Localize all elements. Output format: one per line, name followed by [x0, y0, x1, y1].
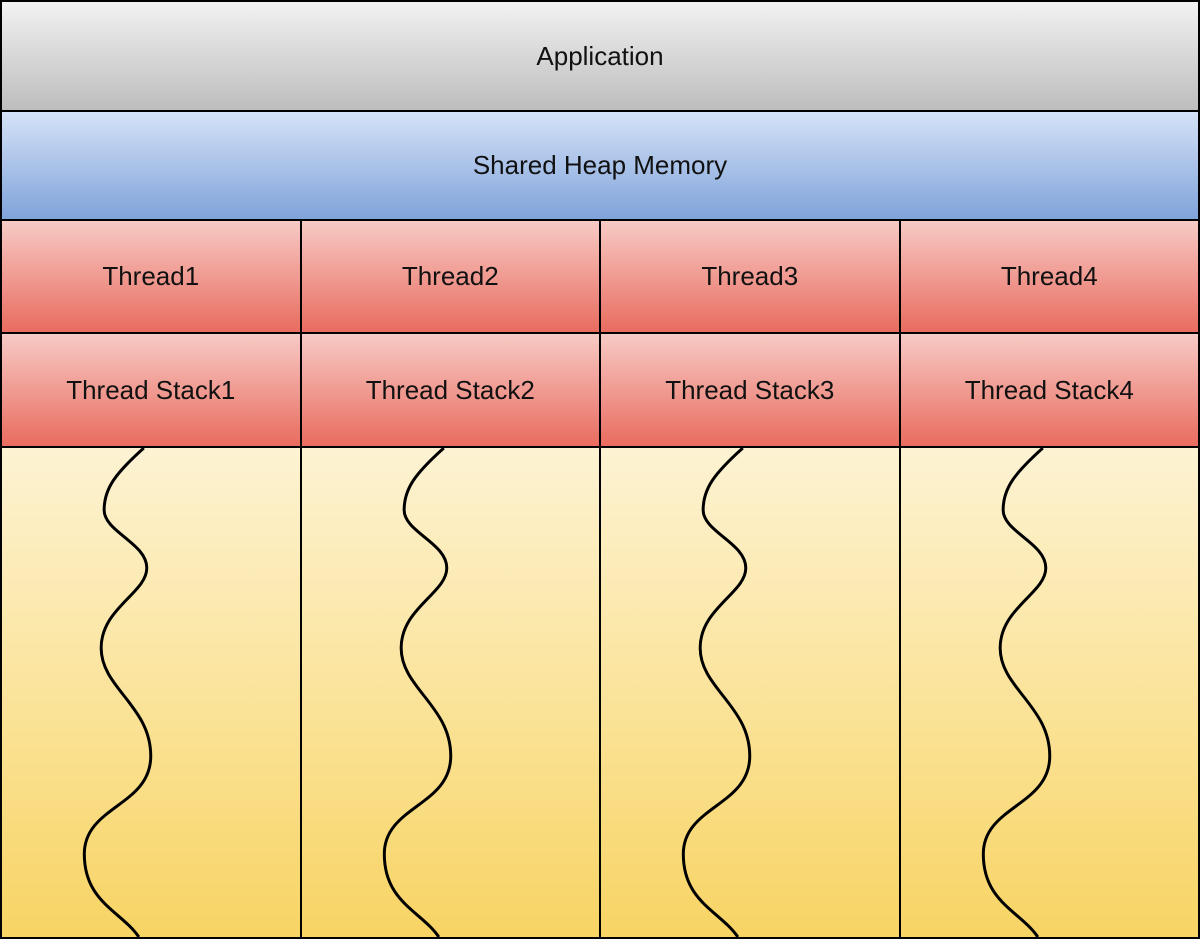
thread-label: Thread2: [401, 261, 499, 291]
thread-cell-4: Thread4: [900, 221, 1198, 332]
thread-stack-label: Thread Stack3: [665, 374, 835, 405]
application-layer: Application: [2, 2, 1198, 110]
thread-execution-squiggle-icon: [82, 448, 153, 937]
thread-stack-label: Thread Stack1: [66, 374, 236, 405]
squiggle-path: [981, 448, 1051, 937]
thread-execution-squiggle-icon: [981, 448, 1051, 937]
thread-execution-squiggle-icon: [681, 448, 752, 937]
application-layer-label: Application: [536, 40, 664, 71]
thread-cell-3: Thread3: [601, 221, 899, 332]
squiggle-path: [681, 448, 752, 937]
thread-label: Thread3: [701, 261, 799, 291]
stack-memory-region-3: [601, 448, 899, 937]
thread-stack-cell-2: Thread Stack2: [301, 334, 599, 446]
thread-stack-label: Thread Stack4: [964, 374, 1134, 405]
squiggle-path: [382, 448, 452, 937]
thread-stack-cell-4: Thread Stack4: [900, 334, 1198, 446]
thread-cell-1: Thread1: [2, 221, 300, 332]
thread-cell-2: Thread2: [301, 221, 599, 332]
shared-heap-memory-layer: Shared Heap Memory: [2, 112, 1198, 219]
thread-execution-squiggle-icon: [382, 448, 452, 937]
thread-label: Thread1: [102, 261, 200, 291]
squiggle-path: [82, 448, 153, 937]
thread-stack-label: Thread Stack2: [365, 374, 535, 405]
thread-stack-cell-3: Thread Stack3: [601, 334, 899, 446]
stack-memory-region-1: [2, 448, 300, 937]
thread-label: Thread4: [1000, 261, 1098, 291]
shared-heap-memory-label: Shared Heap Memory: [472, 150, 728, 180]
stack-memory-region-4: [900, 448, 1198, 937]
thread-stack-cell-1: Thread Stack1: [2, 334, 300, 446]
stack-memory-region-2: [301, 448, 599, 937]
